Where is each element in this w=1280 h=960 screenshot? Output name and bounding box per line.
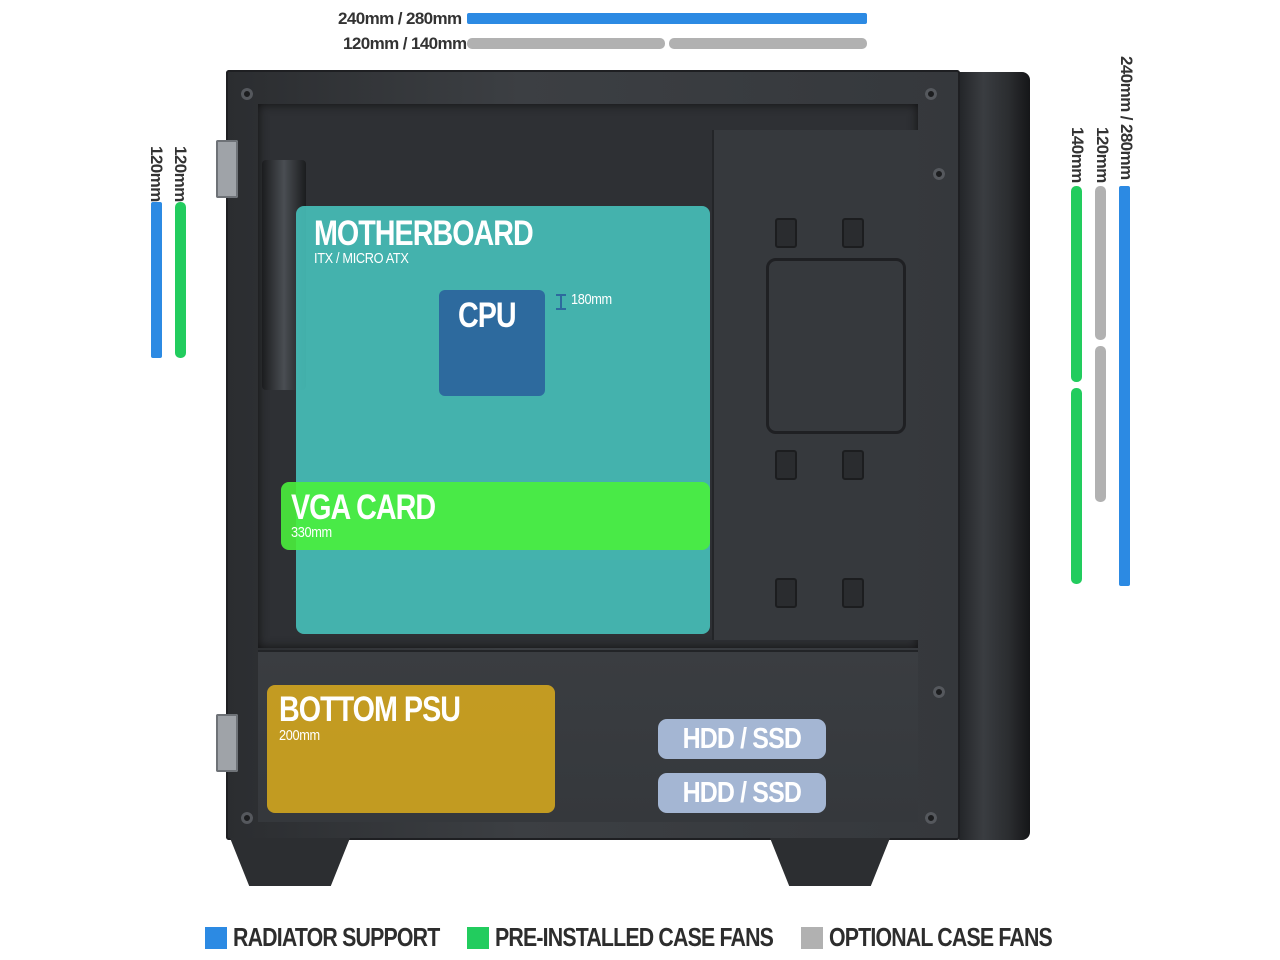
legend-swatch-preinstalled: [467, 926, 489, 949]
screw-icon: [925, 88, 937, 100]
drive-bay-2: HDD / SSD: [658, 773, 826, 813]
cpu-zone: [439, 290, 545, 396]
front-radiator-label: 240mm / 280mm: [1117, 56, 1136, 180]
legend-preinstalled-fans: PRE-INSTALLED CASE FANS: [467, 922, 834, 953]
drive-bay-2-label: HDD / SSD: [682, 776, 802, 809]
front-optional-bar-1: [1095, 186, 1106, 340]
grommet-icon: [775, 578, 797, 608]
front-optional-label: 120mm: [1093, 127, 1112, 183]
vga-card-title: VGA CARD: [291, 488, 436, 527]
grommet-icon: [842, 450, 864, 480]
bottom-psu-length: 200mm: [279, 727, 320, 744]
top-radiator-label: 240mm / 280mm: [338, 9, 462, 28]
legend-optional-label: OPTIONAL CASE FANS: [829, 922, 1053, 952]
motherboard-title: MOTHERBOARD: [314, 214, 534, 253]
vga-card-length: 330mm: [291, 524, 332, 541]
screw-icon: [241, 812, 253, 824]
rear-fan-label: 120mm: [171, 146, 190, 202]
rear-radiator-bar: [151, 202, 162, 358]
ssd-mount-plate: [766, 258, 906, 434]
case-foot-left: [230, 838, 350, 886]
legend-preinstalled-label: PRE-INSTALLED CASE FANS: [495, 922, 774, 952]
bottom-psu-zone: [267, 685, 555, 813]
screw-icon: [241, 88, 253, 100]
hinge-bottom: [216, 714, 238, 772]
screw-icon: [925, 812, 937, 824]
legend-optional-fans: OPTIONAL CASE FANS: [801, 922, 1101, 953]
case-front-panel: [958, 72, 1030, 840]
front-radiator-bar: [1119, 186, 1130, 586]
drive-bay-1: HDD / SSD: [658, 719, 826, 759]
bottom-psu-title: BOTTOM PSU: [279, 690, 461, 729]
cpu-title: CPU: [458, 296, 517, 335]
grommet-icon: [775, 450, 797, 480]
front-preinstalled-bar-2: [1071, 388, 1082, 584]
vga-card-zone: [281, 482, 710, 550]
legend-swatch-optional: [801, 926, 823, 949]
front-preinstalled-bar-1: [1071, 186, 1082, 382]
cooler-height-icon: [556, 294, 566, 310]
rear-radiator-label: 120mm: [147, 146, 166, 202]
grommet-icon: [842, 578, 864, 608]
rear-fan-bar: [175, 202, 186, 358]
screw-icon: [933, 168, 945, 180]
top-fan-bar-2: [669, 38, 867, 49]
legend-radiator-label: RADIATOR SUPPORT: [233, 922, 440, 952]
front-preinstalled-label: 140mm: [1068, 127, 1087, 183]
top-fans-label: 120mm / 140mm: [343, 34, 467, 53]
top-fan-bar-1: [467, 38, 665, 49]
screw-icon: [933, 686, 945, 698]
top-radiator-bar: [467, 13, 867, 24]
cable-management-tray: [712, 130, 918, 640]
grommet-icon: [775, 218, 797, 248]
grommet-icon: [842, 218, 864, 248]
legend-radiator-support: RADIATOR SUPPORT: [205, 922, 485, 953]
legend-swatch-radiator: [205, 926, 227, 949]
case-foot-right: [770, 838, 890, 886]
hinge-top: [216, 140, 238, 198]
drive-bay-1-label: HDD / SSD: [682, 722, 802, 755]
motherboard-subtitle: ITX / MICRO ATX: [314, 250, 409, 267]
front-optional-bar-2: [1095, 346, 1106, 502]
cpu-cooler-height: 180mm: [571, 291, 612, 308]
motherboard-zone: [296, 206, 710, 634]
